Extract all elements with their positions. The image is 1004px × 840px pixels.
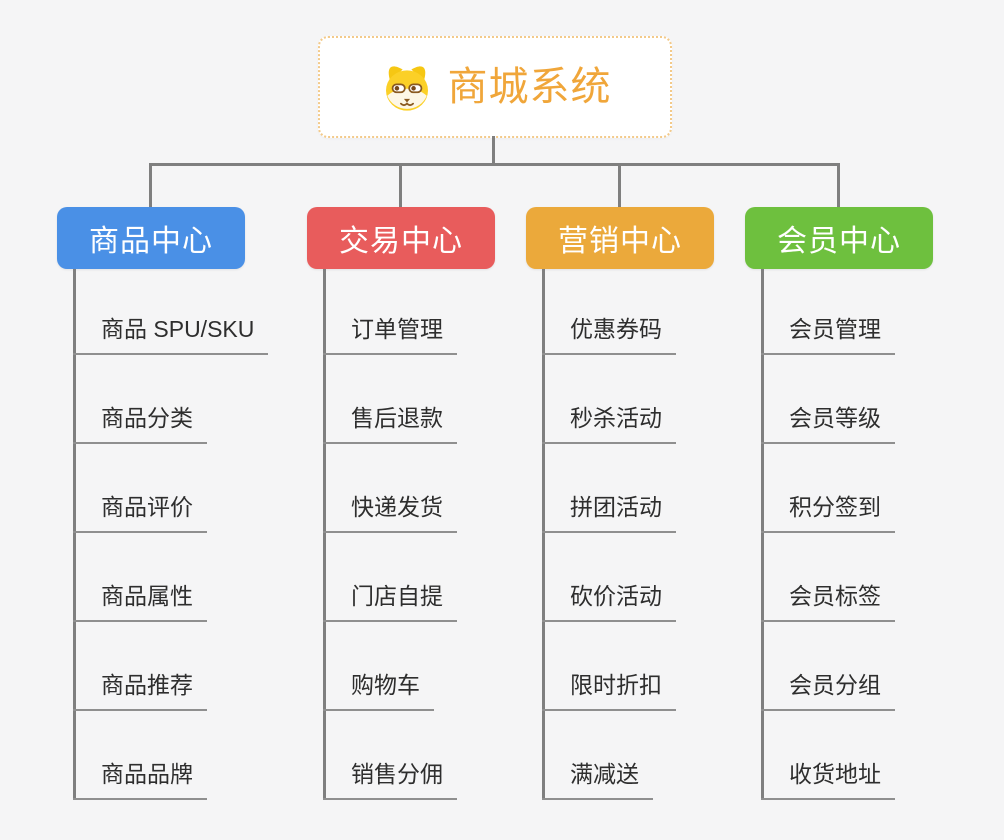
connector-drop-trade — [399, 163, 402, 210]
leaf-node[interactable]: 门店自提 — [323, 582, 457, 622]
leaf-node[interactable]: 满减送 — [542, 760, 653, 800]
branch-header-label: 会员中心 — [777, 225, 901, 258]
leaf-node[interactable]: 商品属性 — [73, 582, 207, 622]
leaf-node[interactable]: 订单管理 — [323, 315, 457, 355]
leaf-node[interactable]: 限时折扣 — [542, 671, 676, 711]
connector-root-drop — [492, 136, 495, 166]
leaf-node[interactable]: 会员管理 — [761, 315, 895, 355]
leaf-node[interactable]: 优惠券码 — [542, 315, 676, 355]
leaf-node[interactable]: 秒杀活动 — [542, 404, 676, 444]
leaf-node[interactable]: 砍价活动 — [542, 582, 676, 622]
leaf-node[interactable]: 购物车 — [323, 671, 434, 711]
leaf-node[interactable]: 拼团活动 — [542, 493, 676, 533]
branch-header-label: 商品中心 — [89, 225, 213, 258]
branch-header-marketing-center[interactable]: 营销中心 — [526, 207, 714, 269]
leaf-node[interactable]: 商品分类 — [73, 404, 207, 444]
branch-header-member-center[interactable]: 会员中心 — [745, 207, 933, 269]
branch-spine — [323, 269, 326, 800]
root-node-mall-system[interactable]: 商城系统 — [318, 36, 672, 138]
leaf-node[interactable]: 商品品牌 — [73, 760, 207, 800]
connector-bus — [149, 163, 840, 166]
branch-header-label: 交易中心 — [339, 225, 463, 258]
leaf-node[interactable]: 商品 SPU/SKU — [73, 315, 269, 355]
leaf-node[interactable]: 商品推荐 — [73, 671, 207, 711]
leaf-node[interactable]: 收货地址 — [761, 760, 895, 800]
leaf-node[interactable]: 售后退款 — [323, 404, 457, 444]
root-node-label: 商城系统 — [447, 65, 612, 109]
branch-header-trade-center[interactable]: 交易中心 — [307, 207, 495, 269]
leaf-node[interactable]: 积分签到 — [761, 493, 895, 533]
branch-spine — [73, 269, 76, 800]
leaf-node[interactable]: 会员分组 — [761, 671, 895, 711]
branch-member-center: 会员中心 会员管理 会员等级 积分签到 会员标签 会员分组 收货地址 — [745, 207, 933, 800]
connector-drop-member — [837, 163, 840, 210]
connector-drop-marketing — [618, 163, 621, 210]
leaf-node[interactable]: 商品评价 — [73, 493, 207, 533]
branch-product-center: 商品中心 商品 SPU/SKU 商品分类 商品评价 商品属性 商品推荐 商品品牌 — [57, 207, 269, 800]
branch-trade-center: 交易中心 订单管理 售后退款 快递发货 门店自提 购物车 销售分佣 — [307, 207, 495, 800]
leaf-node[interactable]: 销售分佣 — [323, 760, 457, 800]
branch-header-label: 营销中心 — [558, 225, 682, 258]
branch-spine — [542, 269, 545, 800]
leaf-node[interactable]: 会员等级 — [761, 404, 895, 444]
leaf-node[interactable]: 快递发货 — [323, 493, 457, 533]
dog-face-icon — [385, 66, 428, 111]
branch-marketing-center: 营销中心 优惠券码 秒杀活动 拼团活动 砍价活动 限时折扣 满减送 — [526, 207, 714, 800]
leaf-node[interactable]: 会员标签 — [761, 582, 895, 622]
branch-header-product-center[interactable]: 商品中心 — [57, 207, 245, 269]
connector-drop-product — [149, 163, 152, 210]
branch-spine — [761, 269, 764, 800]
